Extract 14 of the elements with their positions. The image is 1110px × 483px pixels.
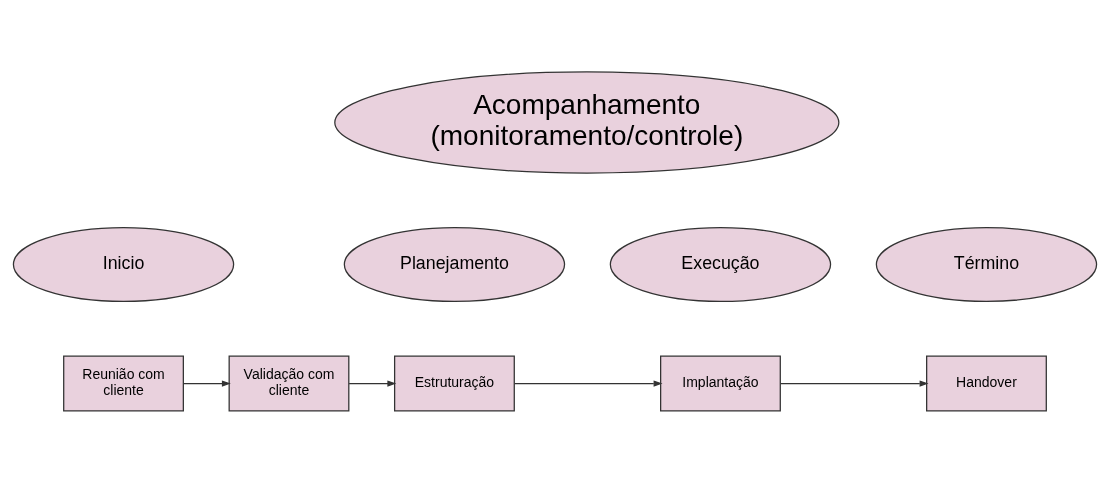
- node-box: Reunião com cliente: [63, 355, 184, 412]
- arrow: [348, 380, 397, 387]
- node-ellipse: Término: [875, 227, 1098, 303]
- node-box: Estruturação: [394, 355, 515, 412]
- node-box: Implantação: [660, 355, 781, 412]
- arrow: [780, 380, 929, 387]
- node-box: Validação com cliente: [228, 355, 350, 412]
- arrow: [514, 380, 663, 387]
- node-box: Handover: [926, 355, 1047, 412]
- node-ellipse: Planejamento: [343, 227, 566, 303]
- node-ellipse: Inicio: [12, 227, 235, 303]
- node-ellipse: Execução: [609, 227, 832, 303]
- node-ellipse: Acompanhamento (monitoramento/controle): [334, 71, 840, 174]
- arrow: [183, 380, 231, 387]
